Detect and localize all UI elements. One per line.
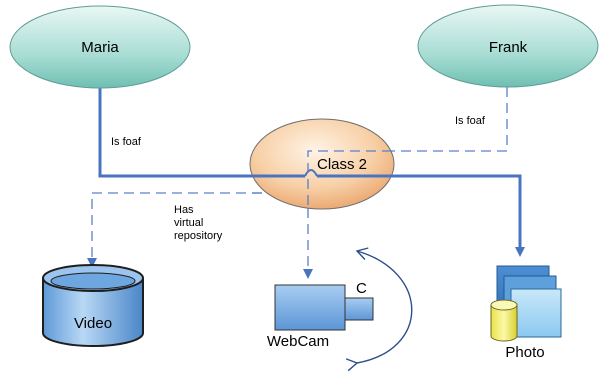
- repository-label-line-2: virtual: [174, 217, 203, 229]
- maria-label: Maria: [81, 39, 119, 56]
- photo-label: Photo: [505, 344, 544, 361]
- frank-foaf-label: Is foaf: [455, 115, 486, 127]
- frank-label: Frank: [489, 39, 528, 56]
- video-cylinder-body: [42, 278, 144, 347]
- node-webcam[interactable]: C WebCam: [267, 280, 374, 350]
- video-label: Video: [74, 315, 112, 332]
- edge-frank-to-webcam: [303, 87, 508, 279]
- edge-webcam-curve: [345, 247, 413, 372]
- repository-label: Has virtual repository: [174, 204, 223, 242]
- repository-label-line-1: Has: [174, 204, 194, 216]
- maria-ellipse: [9, 5, 191, 89]
- photo-front-frame: [510, 288, 562, 338]
- class2-label: Class 2: [317, 156, 367, 173]
- webcam-body: [274, 284, 346, 331]
- edge-hop-over: [304, 169, 318, 177]
- node-frank[interactable]: Frank: [417, 4, 599, 88]
- class2-ellipse: [249, 118, 395, 210]
- photo-cylinder: [490, 299, 518, 342]
- maria-foaf-label: Is foaf: [111, 136, 142, 148]
- repository-label-line-3: repository: [174, 230, 223, 242]
- webcam-lens: [344, 297, 374, 321]
- edge-frank-over-class: [307, 150, 392, 209]
- edge-class2-to-video: [87, 192, 262, 268]
- webcam-label: WebCam: [267, 333, 329, 350]
- node-photo[interactable]: Photo: [490, 265, 562, 361]
- frank-ellipse: [417, 4, 599, 88]
- video-cylinder-inner: [50, 272, 136, 290]
- webcam-badge: C: [356, 280, 367, 297]
- node-class2[interactable]: Class 2: [249, 118, 395, 210]
- node-maria[interactable]: Maria: [9, 5, 191, 89]
- edge-maria-to-photo: [98, 88, 305, 178]
- node-video[interactable]: Video: [42, 264, 144, 347]
